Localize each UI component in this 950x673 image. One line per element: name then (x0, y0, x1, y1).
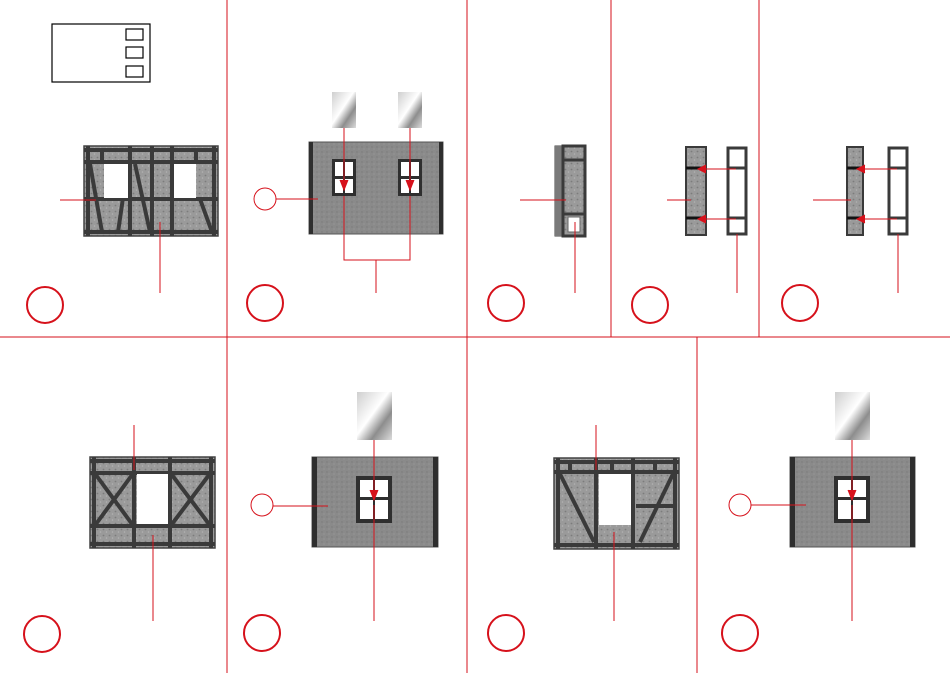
plaster-wall-part (312, 457, 438, 547)
step-number-circle (488, 615, 524, 651)
step-9 (722, 392, 915, 651)
step-7 (244, 392, 438, 651)
step-3 (488, 146, 585, 321)
step-number-circle (722, 615, 758, 651)
step-number-circle (247, 285, 283, 321)
corner-post-part (555, 146, 585, 236)
glass-pane (398, 92, 422, 128)
window-frame-part (728, 148, 746, 234)
step-number-circle (782, 285, 818, 321)
half-timbered-wall-part (84, 146, 218, 236)
checkbox-icon (126, 47, 143, 58)
step-number-circle (244, 615, 280, 651)
step-2 (247, 92, 443, 321)
step-number-circle (488, 285, 524, 321)
step-number-circle (632, 287, 668, 323)
half-timbered-wall-part (554, 458, 679, 549)
checkbox-icon (126, 29, 143, 40)
plaster-wall-part (309, 142, 443, 234)
window-frame-part (889, 148, 907, 234)
checkbox-icon (126, 66, 143, 77)
legend-box (52, 24, 150, 82)
step-8 (488, 425, 679, 651)
step-4 (632, 147, 746, 323)
step-1 (27, 146, 218, 323)
glass-pane (332, 92, 356, 128)
corner-post-part (847, 147, 863, 235)
glass-pane (835, 392, 870, 440)
step-number-circle (27, 287, 63, 323)
glass-pane (357, 392, 392, 440)
step-number-circle (24, 616, 60, 652)
step-5 (782, 147, 907, 321)
step-6 (24, 425, 215, 652)
half-timbered-wall-part (90, 457, 215, 548)
